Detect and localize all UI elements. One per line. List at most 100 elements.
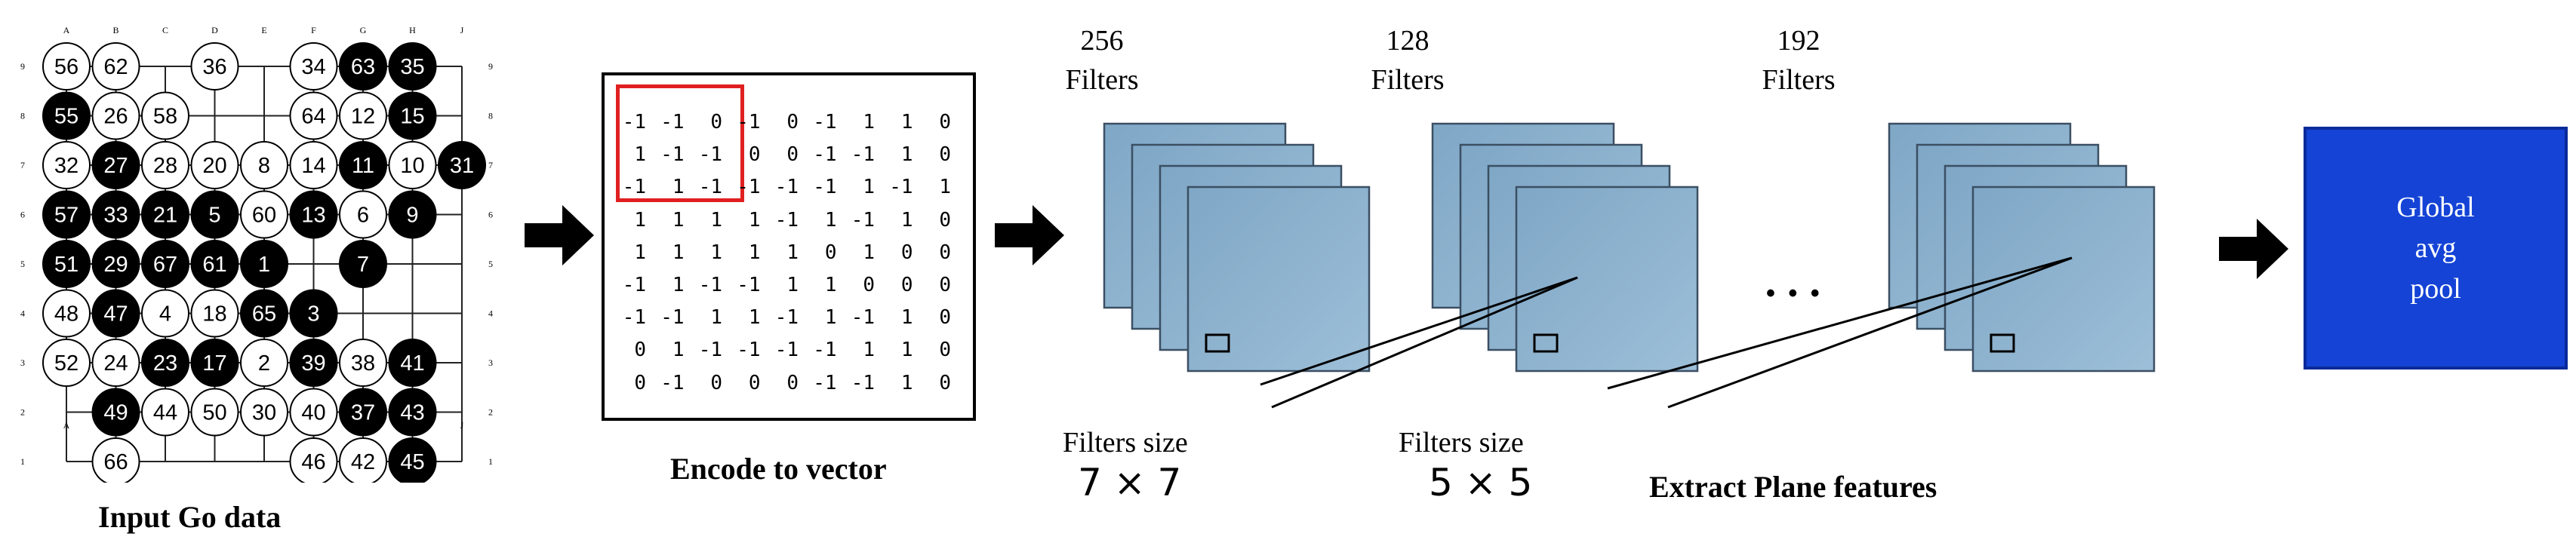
black-stone bbox=[141, 190, 189, 239]
vector-cell: -1 bbox=[774, 208, 799, 232]
vector-cell: 1 bbox=[672, 339, 685, 362]
vector-cell: 0 bbox=[748, 143, 761, 167]
black-stone bbox=[388, 91, 437, 140]
black-stone bbox=[190, 190, 239, 239]
black-stone bbox=[141, 339, 189, 387]
vector-cell: -1 bbox=[813, 371, 837, 394]
feature-plane bbox=[1186, 186, 1371, 373]
vector-matrix-box bbox=[602, 72, 976, 421]
white-stone bbox=[190, 289, 239, 338]
white-stone bbox=[141, 91, 189, 140]
board-col-label: C bbox=[162, 25, 168, 35]
vector-cell: -1 bbox=[851, 208, 875, 232]
vector-cell: -1 bbox=[813, 339, 837, 362]
board-row-label: 7 bbox=[20, 160, 25, 170]
stone-number: 52 bbox=[54, 351, 78, 376]
stone-number: 63 bbox=[351, 55, 375, 79]
board-col-label: A bbox=[63, 25, 70, 35]
stone-number: 64 bbox=[301, 105, 325, 129]
black-stone bbox=[91, 388, 140, 437]
black-stone bbox=[388, 437, 437, 483]
vector-cell: 0 bbox=[634, 371, 646, 394]
stone-number: 4 bbox=[159, 302, 171, 327]
vector-cell: 1 bbox=[824, 208, 837, 232]
stone-number: 10 bbox=[400, 154, 424, 178]
vector-cell: 1 bbox=[672, 176, 685, 199]
black-stone bbox=[289, 339, 338, 387]
board-col-label: F bbox=[311, 25, 316, 35]
vector-cell: -1 bbox=[851, 143, 875, 167]
board-row-label: 7 bbox=[488, 160, 493, 170]
vector-cell: 1 bbox=[634, 208, 646, 232]
vector-cell: -1 bbox=[737, 339, 761, 362]
projection-line bbox=[1260, 276, 1578, 386]
stone-number: 43 bbox=[400, 401, 424, 425]
vector-cell: 0 bbox=[939, 371, 951, 394]
filter-size-value: 7 × 7 bbox=[1078, 461, 1182, 505]
vector-cell: 1 bbox=[900, 208, 913, 232]
white-stone bbox=[42, 339, 91, 387]
vector-cell: 0 bbox=[939, 306, 951, 330]
projection-line bbox=[1667, 256, 2073, 409]
stone-number: 57 bbox=[54, 204, 78, 228]
black-stone bbox=[240, 289, 288, 338]
arrow-right-icon bbox=[525, 205, 594, 265]
vector-cell: -1 bbox=[851, 306, 875, 330]
vector-cell: 0 bbox=[900, 241, 913, 264]
white-stone bbox=[91, 437, 140, 483]
vector-cell: 1 bbox=[634, 143, 646, 167]
go-board: AABBCCDDEEFFGGHHJJ9988776655443322115662… bbox=[20, 25, 493, 483]
board-row-label: 9 bbox=[488, 61, 493, 72]
arrow-right-icon bbox=[2219, 219, 2288, 279]
vector-cell: -1 bbox=[774, 176, 799, 199]
board-row-label: 5 bbox=[488, 259, 493, 269]
stone-number: 27 bbox=[103, 154, 128, 178]
board-row-label: 3 bbox=[488, 357, 493, 368]
stone-number: 5 bbox=[208, 204, 220, 228]
stone-number: 31 bbox=[450, 154, 474, 178]
stone-number: 28 bbox=[153, 154, 177, 178]
stone-number: 42 bbox=[351, 450, 375, 474]
board-row-label: 8 bbox=[488, 111, 493, 121]
stone-number: 44 bbox=[153, 401, 177, 425]
label-line: pool bbox=[2410, 273, 2461, 305]
stone-number: 21 bbox=[153, 204, 177, 228]
board-row-label: 1 bbox=[20, 456, 25, 467]
board-row-label: 5 bbox=[20, 259, 25, 269]
encode-to-vector-caption: Encode to vector bbox=[670, 452, 887, 486]
stone-number: 17 bbox=[202, 351, 226, 376]
black-stone bbox=[91, 190, 140, 239]
white-stone bbox=[141, 141, 189, 189]
stone-number: 1 bbox=[258, 253, 270, 277]
vector-cell: -1 bbox=[660, 371, 685, 394]
board-row-label: 1 bbox=[488, 456, 493, 467]
stone-number: 40 bbox=[301, 401, 325, 425]
global-avg-pool-label: Global avg pool bbox=[2396, 187, 2474, 309]
black-stone bbox=[388, 339, 437, 387]
board-row-label: 4 bbox=[20, 308, 25, 319]
projection-line bbox=[1607, 256, 2073, 390]
stone-number: 9 bbox=[406, 204, 418, 228]
vector-cell: 1 bbox=[672, 274, 685, 296]
filter-size-label: Filters size bbox=[1063, 427, 1188, 459]
vector-highlight-box bbox=[616, 84, 744, 202]
vector-cell: -1 bbox=[622, 111, 646, 133]
black-stone bbox=[388, 42, 437, 90]
vector-cell: 1 bbox=[710, 306, 722, 330]
vector-cell: -1 bbox=[622, 274, 646, 296]
vector-cell: 0 bbox=[863, 274, 875, 296]
board-row-label: 6 bbox=[488, 210, 493, 220]
black-stone bbox=[339, 388, 387, 437]
vector-cell: 0 bbox=[900, 274, 913, 296]
white-stone bbox=[289, 437, 338, 483]
black-stone bbox=[289, 289, 338, 338]
vector-cell: 1 bbox=[863, 111, 875, 133]
stone-number: 46 bbox=[301, 450, 325, 474]
vector-cell: -1 bbox=[698, 143, 722, 167]
feature-plane bbox=[1971, 186, 2156, 373]
vector-cell: 0 bbox=[939, 143, 951, 167]
vector-cell: 1 bbox=[863, 339, 875, 362]
white-stone bbox=[240, 388, 288, 437]
white-stone bbox=[240, 339, 288, 387]
board-row-label: 2 bbox=[20, 407, 25, 418]
